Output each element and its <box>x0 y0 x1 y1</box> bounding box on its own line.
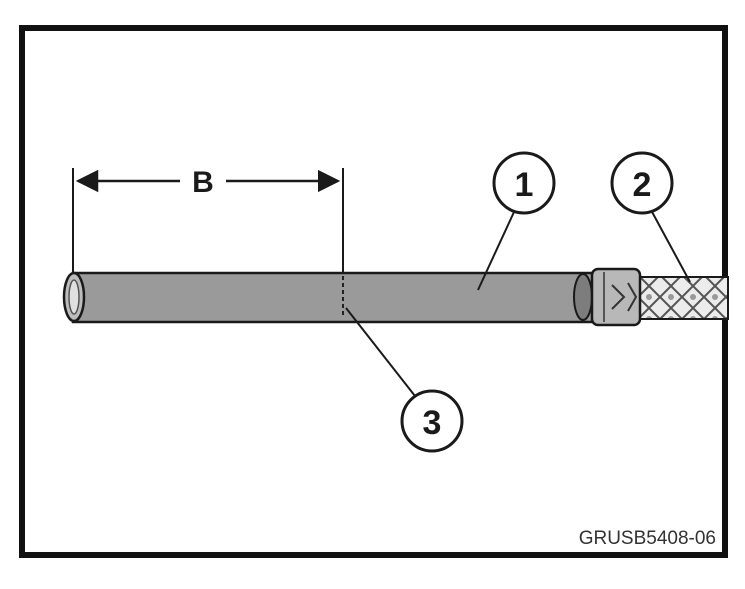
tube-left-end-inner <box>68 279 80 315</box>
leader-line-3 <box>345 307 416 397</box>
callout-circle-2 <box>610 151 674 215</box>
hose-fitting <box>590 267 642 327</box>
callout-circle-3 <box>400 389 464 453</box>
hose-fitting-crimp <box>611 282 638 312</box>
callout-label-3: 3 <box>423 404 442 442</box>
dimension-label-b: B <box>192 166 214 199</box>
callout-label-1: 1 <box>515 166 534 204</box>
leader-line-1 <box>477 211 515 291</box>
reference-code: GRUSB5408-06 <box>579 528 716 549</box>
tube-right-end <box>573 273 593 321</box>
braided-hose <box>637 276 729 320</box>
callout-circle-1 <box>492 151 556 215</box>
leader-line-2 <box>650 209 691 283</box>
tube-body <box>71 271 595 324</box>
callout-label-2: 2 <box>633 166 652 204</box>
